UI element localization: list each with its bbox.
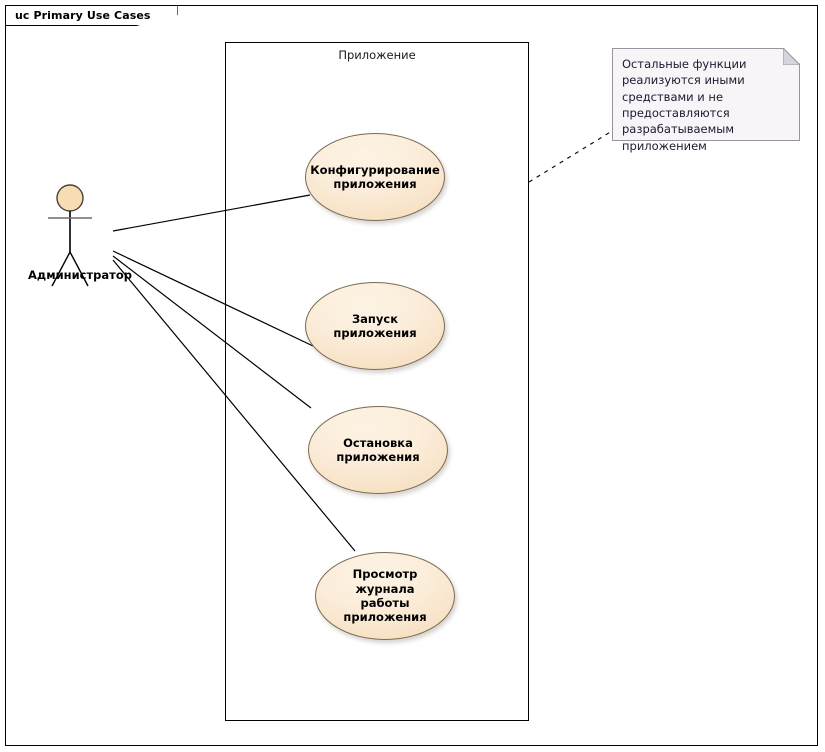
note-box[interactable] (612, 48, 800, 141)
use-case-label: Запуск приложения (333, 311, 417, 340)
system-boundary-title: Приложение (338, 48, 416, 62)
use-case-label: Остановка приложения (336, 435, 420, 464)
use-case-view-log[interactable]: Просмотр журнала работы приложения (315, 552, 455, 640)
actor-administrator[interactable] (20, 180, 140, 290)
use-case-start[interactable]: Запуск приложения (305, 282, 445, 370)
use-case-configure[interactable]: Конфигурирование приложения (305, 133, 445, 221)
actor-label: Администратор (28, 268, 132, 282)
diagram-title: uc Primary Use Cases (15, 9, 151, 22)
diagram-frame-tab: uc Primary Use Cases (6, 6, 178, 26)
actor-stick-figure-icon (48, 184, 92, 287)
note-text: Остальные функции реализуются иными сред… (622, 57, 747, 153)
note-fold-corner-icon (783, 48, 800, 65)
use-case-stop[interactable]: Остановка приложения (308, 406, 448, 494)
use-case-label: Просмотр журнала работы приложения (343, 567, 427, 625)
use-case-label: Конфигурирование приложения (310, 162, 440, 191)
